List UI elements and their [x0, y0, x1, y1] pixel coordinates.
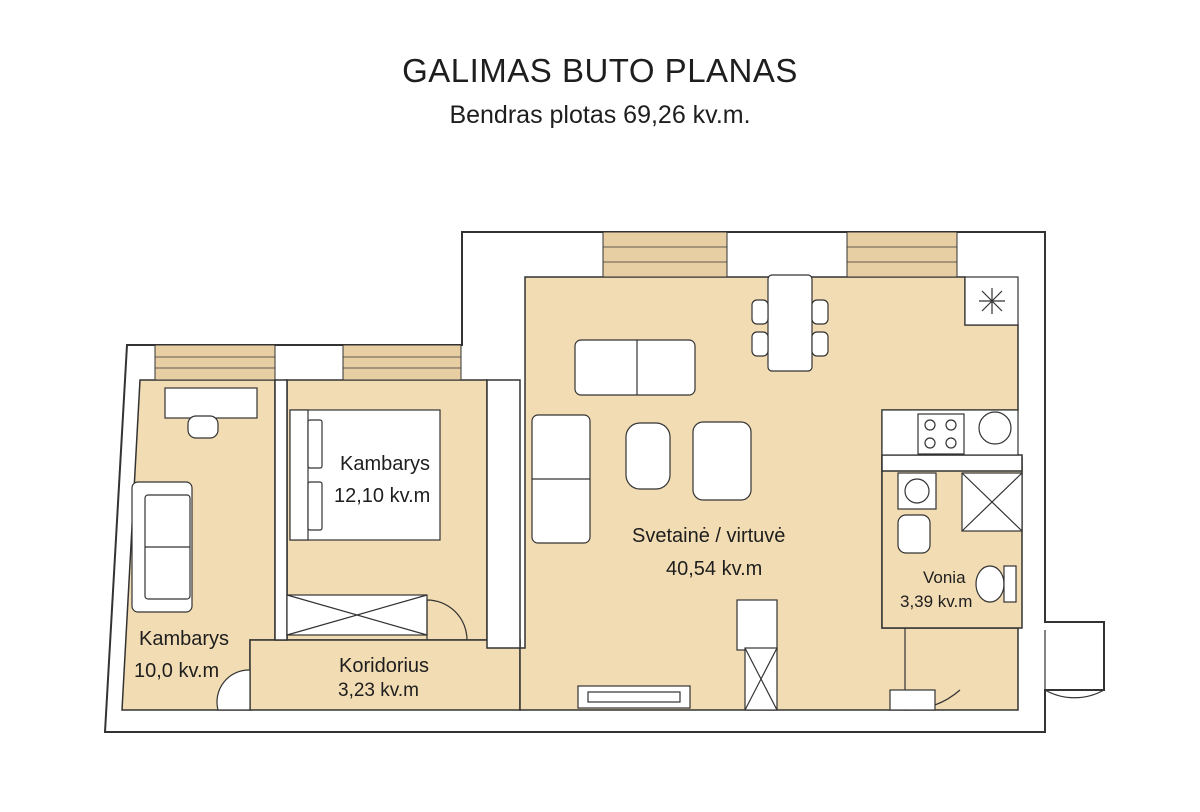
- toilet: [975, 565, 1005, 603]
- room-area-bedroom: 12,10 kv.m: [334, 485, 430, 507]
- desk: [164, 387, 258, 419]
- dining-chair-3: [811, 299, 829, 325]
- room-area-corridor: 3,23 kv.m: [338, 680, 419, 701]
- sink: [978, 411, 1012, 445]
- desk-chair: [187, 415, 219, 439]
- plan-title: GALIMAS BUTO PLANAS: [402, 52, 798, 89]
- bedroom-furniture: [286, 409, 441, 636]
- sofa-top: [574, 339, 696, 396]
- room-area-left: 10,0 kv.m: [134, 660, 219, 682]
- dining-chair-4: [811, 331, 829, 357]
- bathroom-fixtures: [897, 472, 1023, 603]
- dining-chair-1: [751, 299, 769, 325]
- door-bedroom: [426, 599, 468, 641]
- room-labels: Kambarys 10,0 kv.m Kambarys 12,10 kv.m K…: [134, 453, 972, 701]
- window-left: [154, 344, 276, 381]
- interior-walls: [274, 379, 521, 649]
- entry-step: [889, 689, 936, 711]
- door-entrance: [1044, 630, 1105, 699]
- room-name-bath: Vonia: [923, 568, 966, 587]
- doors: [216, 599, 1105, 711]
- dining-chair-2: [751, 331, 769, 357]
- corridor-floor: [249, 639, 521, 711]
- window-living-1: [602, 231, 728, 278]
- plan-subtitle: Bendras plotas 69,26 kv.m.: [449, 101, 751, 129]
- room-name-living: Svetainė / virtuvė: [632, 525, 785, 547]
- dining-table: [767, 274, 813, 372]
- door-left-room: [216, 669, 251, 711]
- room-name-bedroom: Kambarys: [340, 453, 430, 475]
- left-room-furniture: [131, 387, 258, 613]
- coffee-table: [625, 422, 671, 490]
- window-living-2: [846, 231, 958, 278]
- living-furniture: [531, 274, 829, 711]
- window-bedroom: [342, 344, 462, 381]
- bathroom-wall: [881, 454, 1023, 472]
- kitchen: [881, 276, 1019, 456]
- washing-machine: [897, 472, 937, 510]
- stove: [917, 413, 965, 455]
- armchair: [692, 421, 752, 501]
- room-area-living: 40,54 kv.m: [666, 558, 762, 580]
- room-name-left: Kambarys: [139, 628, 229, 650]
- windows: [154, 231, 958, 381]
- bath-sink: [897, 514, 931, 554]
- room-area-bath: 3,39 kv.m: [900, 592, 972, 611]
- column-upper: [736, 599, 778, 651]
- room-name-corridor: Koridorius: [339, 655, 429, 677]
